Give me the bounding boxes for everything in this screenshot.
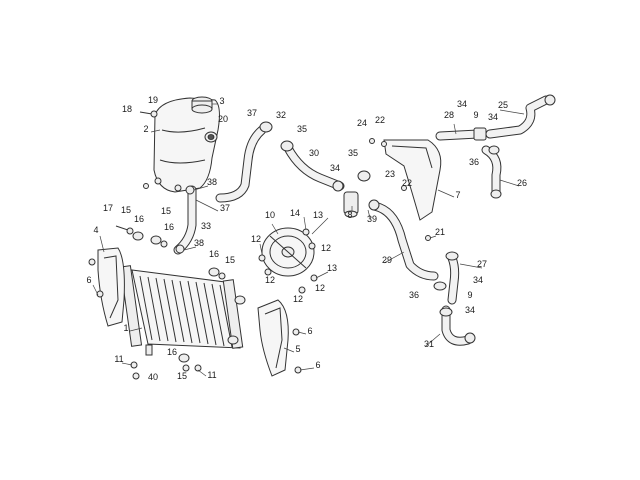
callout-c-34c: 34 [330,163,340,173]
callout-c-9b: 9 [467,290,472,300]
left-shroud [97,247,125,327]
overflow-hose [215,121,273,203]
callout-c-17: 17 [103,203,113,213]
callout-c-24: 24 [357,118,367,128]
expansion-tank [153,97,220,193]
callout-c-12b: 12 [265,275,275,285]
callout-c-6b: 6 [307,326,312,336]
callout-c-16a: 16 [134,214,144,224]
callout-c-34b: 34 [488,112,498,122]
callout-c-16b: 16 [164,222,174,232]
tank-grommet [204,131,218,143]
right-upper-hoses [435,94,556,199]
callout-c-29: 29 [382,255,392,265]
callout-c-25: 25 [498,100,508,110]
callout-c-3: 3 [219,96,224,106]
callout-c-40: 40 [148,372,158,382]
callout-c-34a: 34 [457,99,467,109]
callout-c-19: 19 [148,95,158,105]
callout-c-15c: 15 [225,255,235,265]
shroud-screw-left [88,258,104,298]
callout-c-15d: 15 [177,371,187,381]
tank-hose [173,185,197,255]
callout-c-6c: 6 [315,360,320,370]
callout-c-9a: 9 [473,110,478,120]
callout-c-22b: 22 [402,178,412,188]
leader-lines [92,103,525,377]
callout-c-5: 5 [295,344,300,354]
callout-c-20: 20 [218,114,228,124]
callout-c-36a: 36 [469,157,479,167]
cooling-fan [261,227,315,277]
callout-c-28: 28 [444,110,454,120]
fan-bolts [258,228,318,294]
callout-c-11b: 11 [207,370,216,380]
upper-hose [280,140,345,192]
mounting-bracket [369,138,442,241]
callout-c-35b: 35 [348,148,358,158]
lower-hose [368,199,439,281]
callout-c-37b: 37 [220,203,230,213]
callout-c-35a: 35 [297,124,307,134]
callout-c-38b: 38 [194,238,204,248]
callout-c-34d: 34 [473,275,483,285]
callout-c-30: 30 [309,148,319,158]
callout-c-15b: 15 [161,206,171,216]
radiator-core [139,275,233,348]
callout-c-7: 7 [455,190,460,200]
callout-c-16c: 16 [209,249,219,259]
callout-c-16d: 16 [167,347,177,357]
lower-right-hoses [433,251,476,346]
callout-c-14: 14 [290,208,300,218]
callout-c-34e: 34 [465,305,475,315]
radiator [119,265,246,349]
callout-c-12e: 12 [321,243,331,253]
callout-c-8: 8 [347,210,352,220]
callout-c-13a: 13 [313,210,323,220]
callout-c-12a: 12 [251,234,261,244]
callout-c-21: 21 [435,227,445,237]
callout-c-27: 27 [477,259,487,269]
callout-c-32: 32 [276,110,286,120]
callout-c-12c: 12 [293,294,303,304]
callout-c-18: 18 [122,104,132,114]
callout-c-2: 2 [143,124,148,134]
callout-c-36b: 36 [409,290,419,300]
tank-mount-bolts [143,177,182,192]
callout-c-12d: 12 [315,283,325,293]
callout-c-15a: 15 [121,205,131,215]
tank-screw [139,110,158,118]
callout-c-38a: 38 [207,177,217,187]
right-shroud [257,299,289,377]
callout-c-23: 23 [385,169,395,179]
upper-fasteners [115,225,226,280]
callout-c-39: 39 [367,214,377,224]
callout-c-1: 1 [123,323,128,333]
tank-cap [191,96,213,114]
callout-c-11a: 11 [114,354,123,364]
callout-c-26: 26 [517,178,527,188]
callout-c-31: 31 [424,339,434,349]
callout-c-13b: 13 [327,263,337,273]
thermostat-housing [343,170,371,218]
callout-c-33: 33 [201,221,211,231]
callout-c-4: 4 [93,225,98,235]
callout-c-6a: 6 [86,275,91,285]
callout-c-37a: 37 [247,108,257,118]
bottom-fasteners [130,344,202,380]
callout-c-22a: 22 [375,115,385,125]
callout-c-10: 10 [265,210,275,220]
